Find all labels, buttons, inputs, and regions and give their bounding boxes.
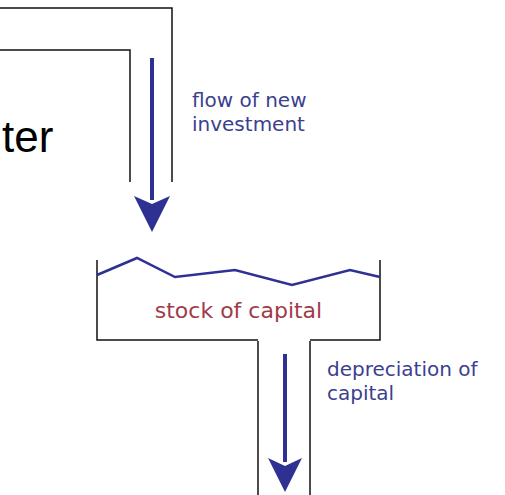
tank-outline — [97, 252, 380, 341]
inflow-arrow — [150, 58, 154, 200]
inlet-pipe-outer — [0, 8, 172, 182]
capital-surface — [97, 258, 380, 285]
outlet-pipe-left — [257, 341, 259, 495]
tank-label: stock of capital — [97, 298, 380, 324]
outlet-pipe-right — [309, 341, 311, 495]
tank-text-wrap: stock of capital — [97, 298, 380, 324]
outflow-label: depreciation of capital — [327, 357, 497, 405]
cropped-heading: ter — [2, 112, 53, 162]
outflow-arrowhead — [268, 458, 302, 492]
inflow-arrowhead — [134, 196, 170, 232]
inflow-label: flow of new investment — [192, 88, 342, 136]
capital-tank: stock of capital — [97, 252, 380, 341]
inlet-pipe-inner — [0, 50, 130, 182]
outflow-arrow — [283, 354, 287, 462]
